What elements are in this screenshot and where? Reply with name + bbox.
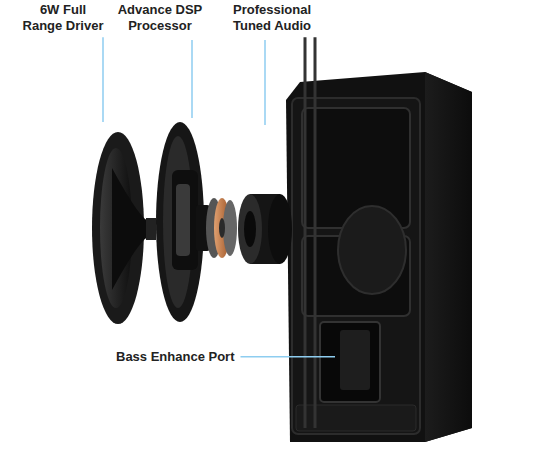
part-label: Advance DSP Processor [117, 2, 203, 33]
part-label: Bass Enhance Port [116, 349, 235, 365]
speaker-enclosure [286, 37, 472, 442]
leader-line [264, 40, 266, 125]
part-label: 6W Full Range Driver [20, 2, 106, 33]
driver-basket [156, 122, 210, 322]
leader-line [103, 37, 335, 357]
leader-line [191, 40, 193, 118]
part-label: Professional Tuned Audio [229, 2, 315, 33]
leader-line [102, 37, 104, 122]
driver-cone [92, 132, 156, 324]
leader-line [241, 356, 336, 358]
magnet-stack [206, 198, 237, 258]
coil-cylinder [238, 194, 292, 264]
